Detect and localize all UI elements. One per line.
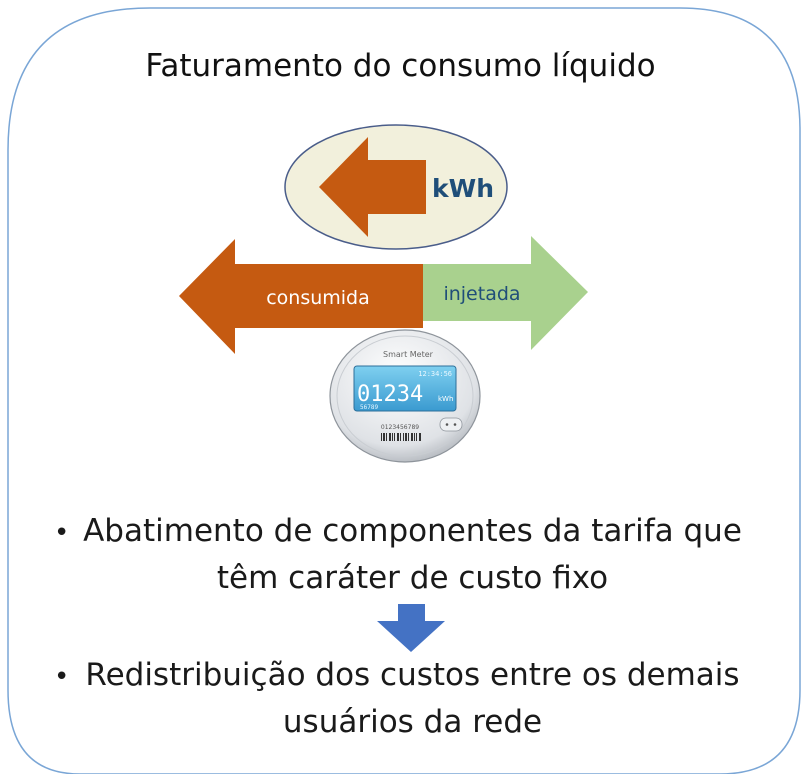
injetada-arrow bbox=[423, 236, 588, 350]
injetada-label: injetada bbox=[443, 283, 520, 305]
meter-brand: Smart Meter bbox=[383, 350, 434, 359]
meter-port bbox=[439, 417, 463, 432]
bullet-item: • Redistribuição dos custos entre os dem… bbox=[40, 652, 785, 746]
meter-sub-reading: 56789 bbox=[360, 404, 378, 411]
meter-reading: 01234 bbox=[357, 382, 423, 407]
meter-serial: 0123456789 bbox=[381, 424, 419, 431]
meter-screen bbox=[353, 365, 457, 412]
bullet-marker: • bbox=[54, 662, 70, 692]
meter-reading-unit: kWh bbox=[438, 395, 453, 403]
kwh-left-arrow bbox=[319, 137, 426, 237]
consumida-arrow bbox=[179, 239, 423, 354]
smart-meter-icon: Smart Meter 12:34:56 01234 kWh 56789 012… bbox=[329, 329, 481, 463]
down-arrow-icon bbox=[377, 604, 445, 652]
barcode-icon bbox=[381, 433, 421, 441]
kwh-label: kWh bbox=[432, 174, 494, 203]
page-title: Faturamento do consumo líquido bbox=[145, 48, 656, 84]
bullet-line: Abatimento de componentes da tarifa que bbox=[83, 513, 742, 549]
bullet-marker: • bbox=[54, 518, 70, 548]
consumida-label: consumida bbox=[266, 287, 370, 309]
meter-time: 12:34:56 bbox=[418, 370, 452, 378]
bullet-item: • Abatimento de componentes da tarifa qu… bbox=[40, 508, 785, 602]
bullet-line: têm caráter de custo fixo bbox=[216, 560, 609, 596]
bullet-line: usuários da rede bbox=[282, 704, 543, 740]
bullet-line: Redistribuição dos custos entre os demai… bbox=[85, 657, 740, 693]
